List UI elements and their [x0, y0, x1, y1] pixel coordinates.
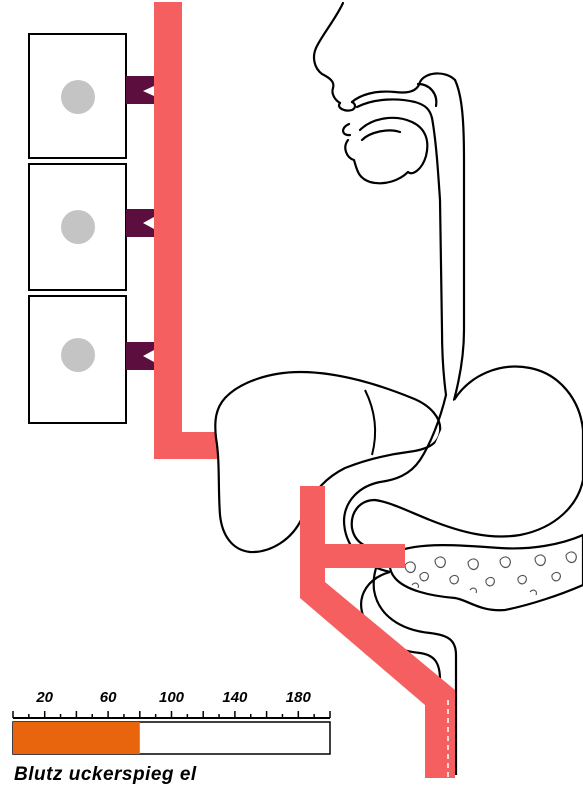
blood-vessel-upper	[154, 2, 226, 459]
glucose-level-bar	[13, 722, 140, 754]
receptor	[126, 342, 154, 370]
glucose-scale: 20 60 100 140 180 Blutz uckerspieg el	[13, 689, 330, 785]
pancreas	[390, 535, 583, 610]
head-profile	[314, 3, 464, 400]
body-cells	[29, 34, 126, 423]
scale-ticks	[13, 711, 330, 718]
receptor	[126, 209, 154, 237]
body-cell	[29, 164, 126, 290]
scale-tick-label: 20	[35, 689, 53, 706]
scale-tick-label: 60	[100, 689, 117, 706]
scale-tick-label: 100	[159, 689, 185, 706]
body-cell	[29, 34, 126, 158]
receptor	[126, 76, 154, 104]
cell-nucleus	[61, 210, 95, 244]
cell-nucleus	[61, 80, 95, 114]
scale-caption: Blutz uckerspieg el	[14, 764, 197, 785]
body-cell	[29, 296, 126, 423]
liver	[215, 372, 440, 552]
scale-tick-label: 180	[286, 689, 312, 706]
scale-tick-label: 140	[222, 689, 248, 706]
insulin-receptors	[126, 76, 154, 370]
scale-tick-labels: 20 60 100 140 180	[35, 689, 311, 706]
cell-nucleus	[61, 338, 95, 372]
